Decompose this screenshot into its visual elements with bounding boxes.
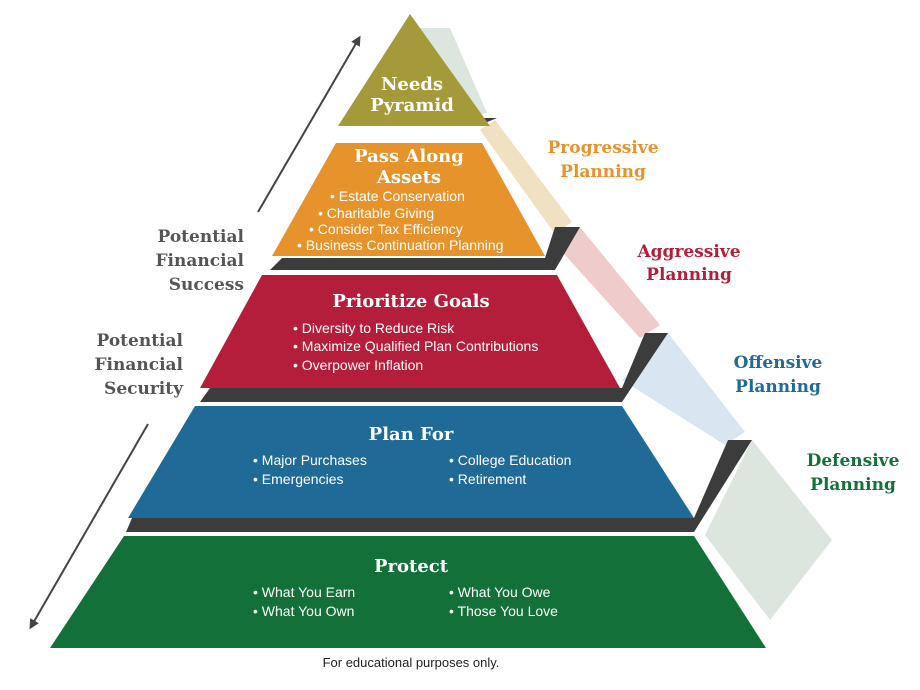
progressive-label-line-1: Progressive — [547, 138, 658, 158]
side-face-offensive — [622, 333, 745, 445]
tier-prioritize-goals — [200, 275, 620, 388]
shelf-4 — [126, 440, 752, 532]
footnote: For educational purposes only. — [323, 655, 500, 670]
pass-bullet-3: • Consider Tax Efficiency — [309, 221, 463, 237]
tier-top — [338, 14, 490, 126]
protect-bullet-left-1: • What You Earn — [253, 584, 355, 600]
defensive-label-line-2: Planning — [810, 475, 896, 495]
pass-bullet-1: • Estate Conservation — [330, 188, 465, 204]
prioritize-bullet-2: • Maximize Qualified Plan Contributions — [293, 338, 538, 354]
pass-bullet-2: • Charitable Giving — [318, 205, 434, 221]
success-label-line-3: Success — [169, 275, 244, 295]
security-label-line-2: Financial — [94, 355, 183, 375]
prioritize-bullet-1: • Diversity to Reduce Risk — [293, 320, 455, 336]
prioritize-title: Prioritize Goals — [332, 291, 489, 312]
plan-bullet-left-2: • Emergencies — [253, 471, 344, 487]
security-label-line-3: Security — [104, 379, 184, 399]
protect-bullet-right-1: • What You Owe — [449, 584, 551, 600]
up-arrow — [257, 35, 361, 213]
offensive-label-line-2: Planning — [735, 377, 821, 397]
success-label-line-1: Potential — [158, 227, 245, 247]
side-face-defensive — [705, 440, 832, 620]
offensive-label-line-1: Offensive — [734, 353, 823, 373]
plan-title: Plan For — [369, 424, 454, 445]
pass-title-line-1: Pass Along — [354, 146, 464, 167]
plan-bullet-left-1: • Major Purchases — [253, 452, 367, 468]
aggressive-label-line-2: Planning — [646, 265, 732, 285]
plan-bullet-right-1: • College Education — [449, 452, 571, 468]
protect-title: Protect — [374, 556, 449, 577]
pass-title-line-2: Assets — [376, 167, 441, 188]
protect-bullet-left-2: • What You Own — [253, 603, 354, 619]
top-title-line-1: Needs — [381, 74, 443, 95]
side-face-progressive — [480, 120, 572, 234]
tier-pass-along-assets — [272, 143, 545, 256]
down-arrow — [29, 423, 149, 630]
shelf-2 — [270, 227, 580, 270]
tier-plan-for — [128, 406, 694, 518]
pass-bullet-4: • Business Continuation Planning — [297, 237, 503, 253]
security-label-line-1: Potential — [97, 331, 184, 351]
shelf-3 — [200, 333, 668, 402]
plan-bullet-right-2: • Retirement — [449, 471, 526, 487]
defensive-label-line-1: Defensive — [807, 451, 900, 471]
side-face-aggressive — [556, 227, 660, 338]
top-title-line-2: Pyramid — [370, 95, 454, 116]
progressive-label-line-2: Planning — [560, 162, 646, 182]
protect-bullet-right-2: • Those You Love — [449, 603, 558, 619]
aggressive-label-line-1: Aggressive — [636, 242, 740, 262]
tier-protect — [50, 536, 766, 648]
prioritize-bullet-3: • Overpower Inflation — [293, 357, 423, 373]
success-label-line-2: Financial — [155, 251, 244, 271]
